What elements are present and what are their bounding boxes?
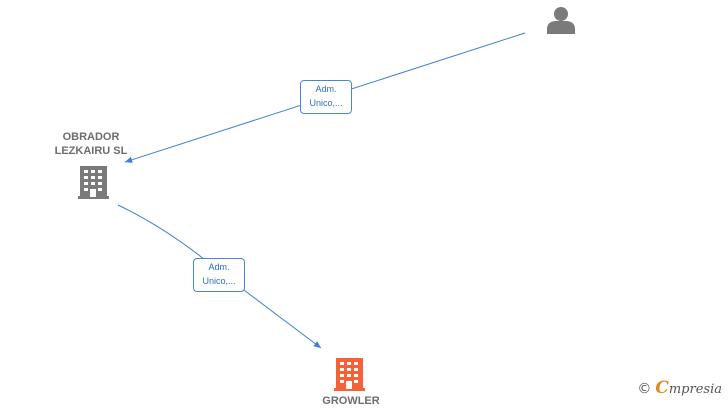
company-label-line-1: OBRADOR [62,131,120,143]
brand-initial: C [655,378,669,398]
edge-label-obrador-growler[interactable]: Adm. Unico,... [193,258,245,292]
copyright-symbol: © [637,381,652,397]
edge-label-role: Adm. [315,84,337,94]
company-label-obrador[interactable]: OBRADOR LEZKAIRU SL [36,130,146,158]
edge-label-role: Adm. [208,262,230,272]
edge-label-detail: Unico,... [202,276,236,286]
company-label-growler[interactable]: GROWLER [296,394,406,408]
brand-name: mpresia [668,382,722,397]
person-icon[interactable] [547,7,575,34]
edge-label-person-obrador[interactable]: Adm. Unico,... [300,80,352,114]
company-building-icon[interactable] [78,166,109,199]
company-label-line-1: GROWLER [322,395,380,407]
company-label-line-2: LEZKAIRU SL [54,145,128,157]
company-building-icon-growler[interactable] [334,358,365,391]
empresia-watermark: ©Cmpresia [637,378,722,398]
edge-label-detail: Unico,... [309,98,343,108]
